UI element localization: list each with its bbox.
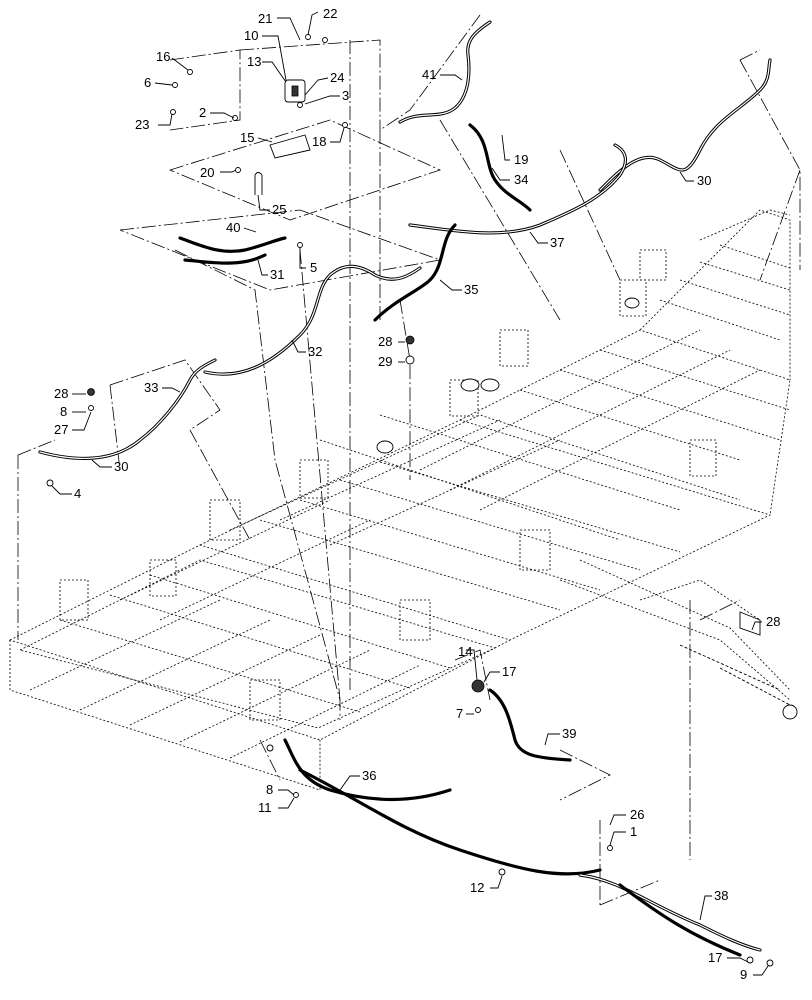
callout-7: 7: [456, 706, 463, 721]
callout-18: 18: [312, 134, 326, 149]
callout-8-left: 8: [60, 404, 67, 419]
hose-34: [468, 123, 532, 212]
hose-30-upper: [598, 58, 772, 192]
hose-36: [283, 738, 452, 802]
callout-28-center: 28: [378, 334, 392, 349]
callout-35: 35: [464, 282, 478, 297]
hose-31: [183, 253, 267, 265]
bracket-28-right: [739, 611, 761, 636]
hose-38: [578, 873, 762, 952]
callout-39: 39: [562, 726, 576, 741]
callout-40: 40: [226, 220, 240, 235]
callout-38: 38: [714, 888, 728, 903]
fitting-28-top: [405, 335, 415, 345]
callout-26: 26: [630, 807, 644, 822]
callout-22: 22: [323, 6, 337, 21]
callout-12: 12: [470, 880, 484, 895]
hardware: [46, 34, 774, 967]
callout-6: 6: [144, 75, 151, 90]
bracket-15: [269, 134, 311, 159]
callout-25: 25: [272, 202, 286, 217]
implement-frame: [8, 209, 798, 791]
callout-30-lower: 30: [114, 459, 128, 474]
callout-20: 20: [200, 165, 214, 180]
callout-33: 33: [144, 380, 158, 395]
callout-23: 23: [135, 117, 149, 132]
callout-2: 2: [199, 105, 206, 120]
callout-17-middle: 17: [502, 664, 516, 679]
callout-13: 13: [247, 54, 261, 69]
callout-32: 32: [308, 344, 322, 359]
callout-27: 27: [54, 422, 68, 437]
callout-24: 24: [330, 70, 344, 85]
callout-17-bottom: 17: [708, 950, 722, 965]
leader-lines: [51, 11, 769, 976]
fitting-29: [405, 355, 415, 365]
hose-39: [488, 688, 572, 762]
callout-labels: 21 22 10 16 13 24 6 3 2 23 15 18 20 25 4…: [54, 6, 780, 982]
callout-34: 34: [514, 172, 528, 187]
callout-10: 10: [244, 28, 258, 43]
u-bolt-25: [254, 172, 263, 195]
callout-31: 31: [270, 267, 284, 282]
callout-28-right: 28: [766, 614, 780, 629]
hydraulic-hoses: [38, 20, 772, 957]
callout-28-left: 28: [54, 386, 68, 401]
callout-14: 14: [458, 644, 472, 659]
callout-5: 5: [310, 260, 317, 275]
callout-11: 11: [258, 800, 272, 815]
callout-21: 21: [258, 11, 272, 26]
callout-30-upper: 30: [697, 173, 711, 188]
callout-8-bottom: 8: [266, 782, 273, 797]
fitting-14: [471, 679, 485, 693]
callout-16: 16: [156, 49, 170, 64]
callout-37: 37: [550, 235, 564, 250]
hose-35: [373, 223, 457, 322]
fitting-28-left: [87, 388, 95, 396]
callout-19: 19: [514, 152, 528, 167]
callout-9: 9: [740, 967, 747, 982]
callout-36: 36: [362, 768, 376, 783]
phantom-lines: [17, 14, 801, 906]
callout-1: 1: [630, 824, 637, 839]
callout-29: 29: [378, 354, 392, 369]
hose-36b: [298, 768, 602, 876]
callout-3: 3: [342, 88, 349, 103]
hose-40: [178, 236, 287, 253]
hose-41: [398, 20, 492, 124]
callout-4: 4: [74, 486, 81, 501]
callout-41: 41: [422, 67, 436, 82]
callout-15: 15: [240, 130, 254, 145]
